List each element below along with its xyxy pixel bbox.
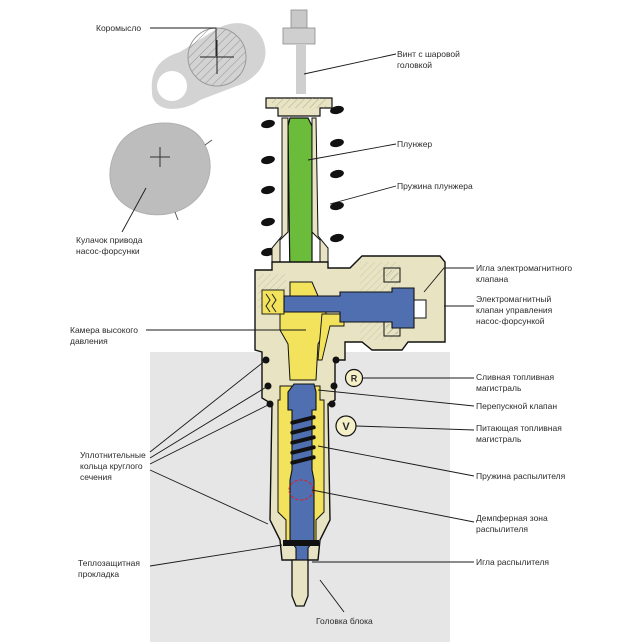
- label-screw-1: Винт с шаровой: [397, 49, 460, 59]
- return-line-badge: R: [344, 368, 364, 388]
- nozzle-spring: [290, 415, 316, 465]
- o-rings: [262, 356, 340, 408]
- label-cam-1: Кулачок привода: [76, 235, 143, 245]
- svg-text:R: R: [351, 374, 358, 384]
- labels-left: Коромысло Кулачок привода насос-форсунки…: [70, 23, 146, 579]
- label-orings-3: сечения: [80, 472, 112, 482]
- leader-lines: [121, 27, 475, 613]
- plunger-spring: [261, 105, 344, 257]
- label-screw-2: головкой: [397, 60, 432, 70]
- label-needle-sol-1: Игла электромагнитного: [476, 263, 572, 273]
- label-return-1: Сливная топливная: [476, 372, 555, 382]
- label-solenoid-3: насос-форсункой: [476, 316, 545, 326]
- label-orings-1: Уплотнительные: [80, 450, 146, 460]
- label-nozzle-needle: Игла распылителя: [476, 557, 549, 567]
- label-rocker: Коромысло: [96, 23, 141, 33]
- label-plunger-spring: Пружина плунжера: [397, 181, 473, 191]
- plunger: [287, 117, 313, 283]
- nozzle-needle: [287, 383, 317, 563]
- label-solenoid-2: клапан управления: [476, 305, 553, 315]
- rocker-arm: [151, 23, 266, 109]
- label-supply-2: магистраль: [476, 434, 522, 444]
- label-chamber-2: давления: [70, 336, 108, 346]
- ball-head-screw: [282, 9, 316, 94]
- nozzle-tip: [283, 540, 319, 607]
- label-orings-2: кольца круглого: [80, 461, 143, 471]
- label-solenoid-1: Электромагнитный: [476, 294, 551, 304]
- svg-text:V: V: [342, 421, 350, 433]
- label-return-2: магистраль: [476, 383, 522, 393]
- label-nozzle-spring: Пружина распылителя: [476, 471, 566, 481]
- label-plunger: Плунжер: [397, 139, 432, 149]
- label-needle-sol-2: клапана: [476, 274, 509, 284]
- label-cam-2: насос-форсунки: [76, 246, 140, 256]
- label-damper-1: Демпферная зона: [476, 513, 548, 523]
- camshaft-lobe: [109, 122, 213, 221]
- label-chamber-1: Камера высокого: [70, 325, 138, 335]
- label-damper-2: распылителя: [476, 524, 528, 534]
- label-bypass: Перепускной клапан: [476, 401, 557, 411]
- label-heat-2: прокладка: [78, 569, 119, 579]
- labels-right: Винт с шаровой головкой Плунжер Пружина …: [316, 49, 572, 626]
- label-head: Головка блока: [316, 616, 373, 626]
- spring-cap: [265, 97, 333, 117]
- supply-line-badge: V: [335, 415, 357, 437]
- solenoid-valve-needle: [265, 287, 427, 329]
- label-supply-1: Питающая топливная: [476, 423, 562, 433]
- label-heat-1: Теплозащитная: [78, 558, 140, 568]
